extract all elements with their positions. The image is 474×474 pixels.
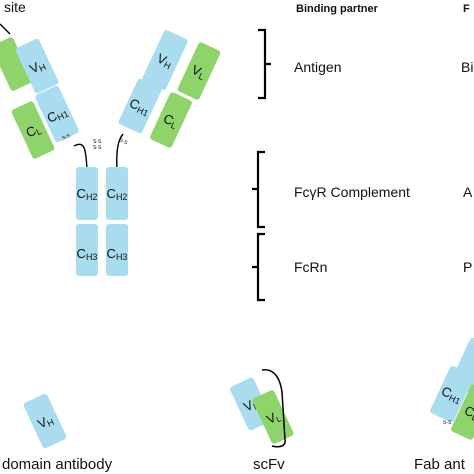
binding-partner-header: Binding partner bbox=[296, 3, 379, 15]
scfv-vl-domain: VL bbox=[252, 390, 294, 444]
svg-text:CH3: CH3 bbox=[107, 246, 128, 262]
svg-text:CL: CL bbox=[24, 121, 44, 142]
scfv-label: scFv bbox=[253, 456, 285, 473]
right-vh-domain: VH bbox=[142, 30, 188, 90]
svg-text:CH1: CH1 bbox=[127, 95, 153, 118]
left-ch3-domain: CH3 bbox=[76, 224, 98, 276]
fab-label: Fab ant bbox=[414, 456, 466, 473]
left-ch2-domain: CH2 bbox=[76, 167, 98, 220]
fab-cl-domain: CL bbox=[451, 384, 474, 440]
svg-text:VH: VH bbox=[35, 411, 56, 432]
binding-site-label: site bbox=[4, 0, 26, 15]
hinge-disulfide-2: S-S bbox=[93, 145, 102, 151]
ch2-bracket bbox=[252, 150, 265, 229]
right-ch1-domain: CH1 bbox=[118, 78, 162, 134]
left-vl-domain bbox=[0, 37, 33, 91]
left-cl-domain: CL bbox=[11, 101, 55, 159]
cut-fcgr: A bbox=[463, 184, 473, 200]
igg-antibody: VH CL CH1 VH VL CH1 CL S-S bbox=[0, 30, 221, 276]
svg-text:CH3: CH3 bbox=[77, 246, 98, 262]
svg-text:CH2: CH2 bbox=[77, 186, 98, 202]
light-heavy-disulfide-left: S-S bbox=[61, 133, 72, 142]
left-vh-domain: VH bbox=[15, 38, 59, 94]
svg-text:VL: VL bbox=[189, 62, 208, 82]
ch3-bracket bbox=[252, 232, 265, 302]
svg-text:CH1: CH1 bbox=[439, 383, 465, 406]
svg-text:CH1: CH1 bbox=[45, 103, 71, 126]
single-domain-vh: VH bbox=[23, 393, 67, 449]
right-ch2-domain: CH2 bbox=[106, 167, 128, 220]
partner-antigen: Antigen bbox=[294, 59, 341, 75]
fab-disulfide: S-S bbox=[443, 420, 452, 426]
fab-bracket bbox=[258, 28, 271, 100]
right-ch3-domain: CH3 bbox=[106, 224, 128, 276]
right-cl-domain: CL bbox=[150, 92, 192, 148]
cut-column-header: F bbox=[463, 3, 470, 15]
svg-text:CL: CL bbox=[462, 403, 474, 424]
cut-fcrn: P bbox=[463, 259, 472, 275]
hinge-disulfide-1: S-S bbox=[93, 139, 102, 145]
partner-fcgr-complement: FcγR Complement bbox=[294, 184, 410, 200]
single-domain-antibody-label: domain antibody bbox=[2, 456, 113, 473]
left-hinge bbox=[73, 143, 88, 171]
cut-antigen: Bi bbox=[461, 59, 473, 75]
svg-text:VH: VH bbox=[27, 56, 48, 77]
light-heavy-disulfide-right: S-S bbox=[118, 137, 129, 146]
partner-fcrn: FcRn bbox=[294, 259, 327, 275]
scfv-linker bbox=[261, 369, 286, 448]
fab-ch1-domain: CH1 bbox=[430, 365, 474, 423]
right-vl-domain: VL bbox=[177, 42, 221, 100]
svg-text:CH2: CH2 bbox=[107, 186, 128, 202]
svg-text:CL: CL bbox=[161, 111, 181, 132]
right-hinge bbox=[116, 133, 124, 171]
binding-site-pointer bbox=[0, 23, 11, 35]
left-ch1-domain: CH1 bbox=[35, 85, 79, 143]
fab-fragment: CH1 CL S-S bbox=[430, 337, 474, 440]
svg-text:VH: VH bbox=[154, 50, 175, 71]
scfv: VH VL bbox=[230, 369, 294, 448]
